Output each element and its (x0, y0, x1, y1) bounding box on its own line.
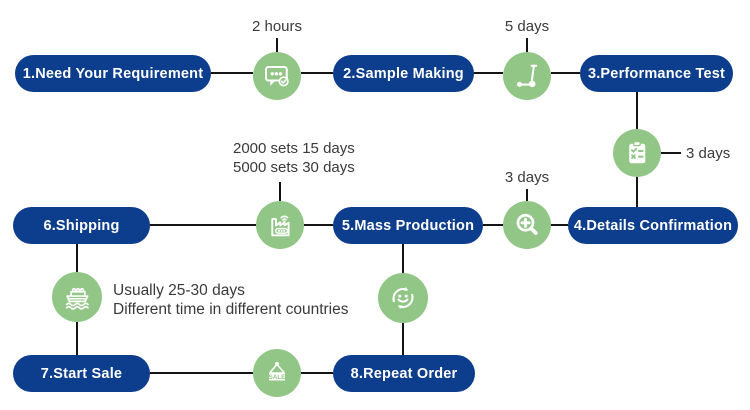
connector-icon-step5 (304, 224, 333, 226)
clipboard-checklist-icon (613, 129, 661, 177)
tick-sample-lead-time (276, 38, 278, 52)
connector-clipboard-step4 (636, 177, 638, 207)
smiley-repeat-icon (378, 273, 428, 323)
factory-glyph (271, 215, 290, 237)
connector-step7-icon (150, 372, 253, 374)
connector-icon-step2 (301, 72, 333, 74)
step-performance-test: 3.Performance Test (580, 55, 733, 92)
connector-icon-step8 (301, 372, 333, 374)
sale-sign-glyph: SALE (269, 361, 286, 381)
step-shipping: 6.Shipping (13, 207, 150, 244)
shipping-time-line1: Usually 25-30 days (113, 282, 245, 299)
mass-production-lead-time-label: 3 days (504, 169, 550, 186)
sample-lead-time-label: 2 hours (251, 18, 303, 35)
step-repeat-order: 8.Repeat Order (333, 355, 475, 392)
production-time-line2: 5000 sets 30 days (233, 159, 355, 176)
details-lead-time-label: 3 days (686, 145, 731, 162)
connector-step2-icon (474, 72, 503, 74)
connector-smiley-step8 (402, 323, 404, 355)
tick-details-lead-time (661, 152, 681, 154)
connector-step5-smiley (402, 244, 404, 273)
shipping-time-line2: Different time in different countries (113, 301, 349, 318)
step-details-confirmation: 4.Details Confirmation (568, 207, 738, 244)
connector-icon-step3 (551, 72, 580, 74)
connector-step6-ship (76, 244, 78, 272)
sale-sign-text: SALE (269, 374, 286, 381)
connector-ship-step7 (76, 322, 78, 355)
production-time-line1: 2000 sets 15 days (233, 140, 355, 157)
connector-step5-icon (483, 224, 503, 226)
ship-glyph (65, 287, 89, 310)
step-sample-making: 2.Sample Making (333, 55, 474, 92)
ship-icon (52, 272, 102, 322)
tick-test-lead-time (526, 38, 528, 52)
step-start-sale: 7.Start Sale (13, 355, 150, 392)
tick-mass-production-lead-time (526, 189, 528, 201)
chat-check-icon (253, 52, 301, 100)
connector-icon-step4 (551, 224, 568, 226)
sale-sign-icon: SALE (253, 349, 301, 397)
chat-check-glyph (265, 66, 289, 87)
tick-production-time (279, 182, 281, 201)
step-need-your-requirement: 1.Need Your Requirement (15, 55, 211, 92)
factory-icon (256, 201, 304, 249)
smiley-repeat-glyph (392, 286, 414, 310)
connector-step6-icon (150, 224, 256, 226)
magnifier-plus-icon (503, 201, 551, 249)
scooter-glyph (517, 64, 538, 88)
test-lead-time-label: 5 days (504, 18, 550, 35)
clipboard-glyph (629, 141, 646, 164)
step-mass-production: 5.Mass Production (333, 207, 483, 244)
connector-step3-clipboard (636, 92, 638, 129)
connector-step1-icon (211, 72, 253, 74)
scooter-icon (503, 52, 551, 100)
magnifier-glyph (516, 213, 538, 235)
